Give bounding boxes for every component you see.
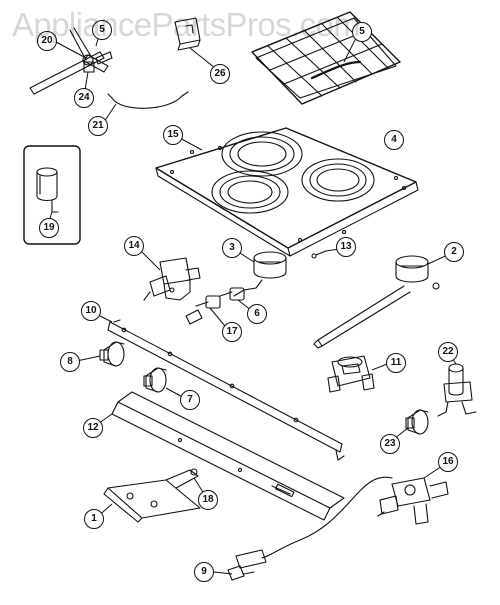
part-2-burner-tube [313, 255, 440, 349]
callout-1: 1 [84, 509, 104, 529]
part-13-screw [311, 250, 327, 259]
part-16-valve [261, 476, 449, 559]
part-10-manifold [107, 319, 345, 461]
callout-5b: 5 [352, 22, 372, 42]
callout-23: 23 [380, 434, 400, 454]
part-19-inset-box [23, 145, 81, 245]
part-15-cooktop [155, 127, 419, 257]
callout-14: 14 [124, 236, 144, 256]
part-26-bracket [174, 17, 201, 51]
callout-21: 21 [88, 116, 108, 136]
callout-9: 9 [194, 562, 214, 582]
part-6-17-orifice [185, 287, 245, 325]
part-20-ignitor-bracket [29, 27, 113, 95]
callout-10: 10 [81, 301, 101, 321]
part-21-wire-loop [107, 91, 189, 109]
part-14-valve [143, 257, 201, 301]
callout-17: 17 [222, 322, 242, 342]
callout-26: 26 [210, 64, 230, 84]
callout-11: 11 [386, 353, 406, 373]
part-8-knob [99, 341, 125, 367]
callout-19: 19 [39, 218, 59, 238]
callout-20: 20 [37, 31, 57, 51]
callout-2: 2 [444, 242, 464, 262]
part-1-18-bracket [103, 468, 201, 523]
callout-12: 12 [83, 418, 103, 438]
callout-6: 6 [247, 304, 267, 324]
callout-18: 18 [198, 490, 218, 510]
part-11-regulator [327, 355, 375, 393]
part-9-switch [227, 549, 267, 581]
callout-3: 3 [222, 238, 242, 258]
callout-15: 15 [163, 125, 183, 145]
callout-16: 16 [438, 452, 458, 472]
callout-13: 13 [336, 237, 356, 257]
part-5-grate [251, 11, 401, 105]
part-7-knob [143, 367, 167, 393]
callout-7: 7 [180, 390, 200, 410]
part-3-burner [233, 251, 287, 297]
part-23-knob [405, 409, 429, 435]
callout-5a: 5 [92, 20, 112, 40]
callout-24: 24 [74, 88, 94, 108]
callout-22: 22 [438, 342, 458, 362]
callout-4: 4 [384, 130, 404, 150]
part-12-bracket [111, 391, 345, 521]
callout-8: 8 [60, 352, 80, 372]
part-22-solenoid [437, 363, 477, 417]
